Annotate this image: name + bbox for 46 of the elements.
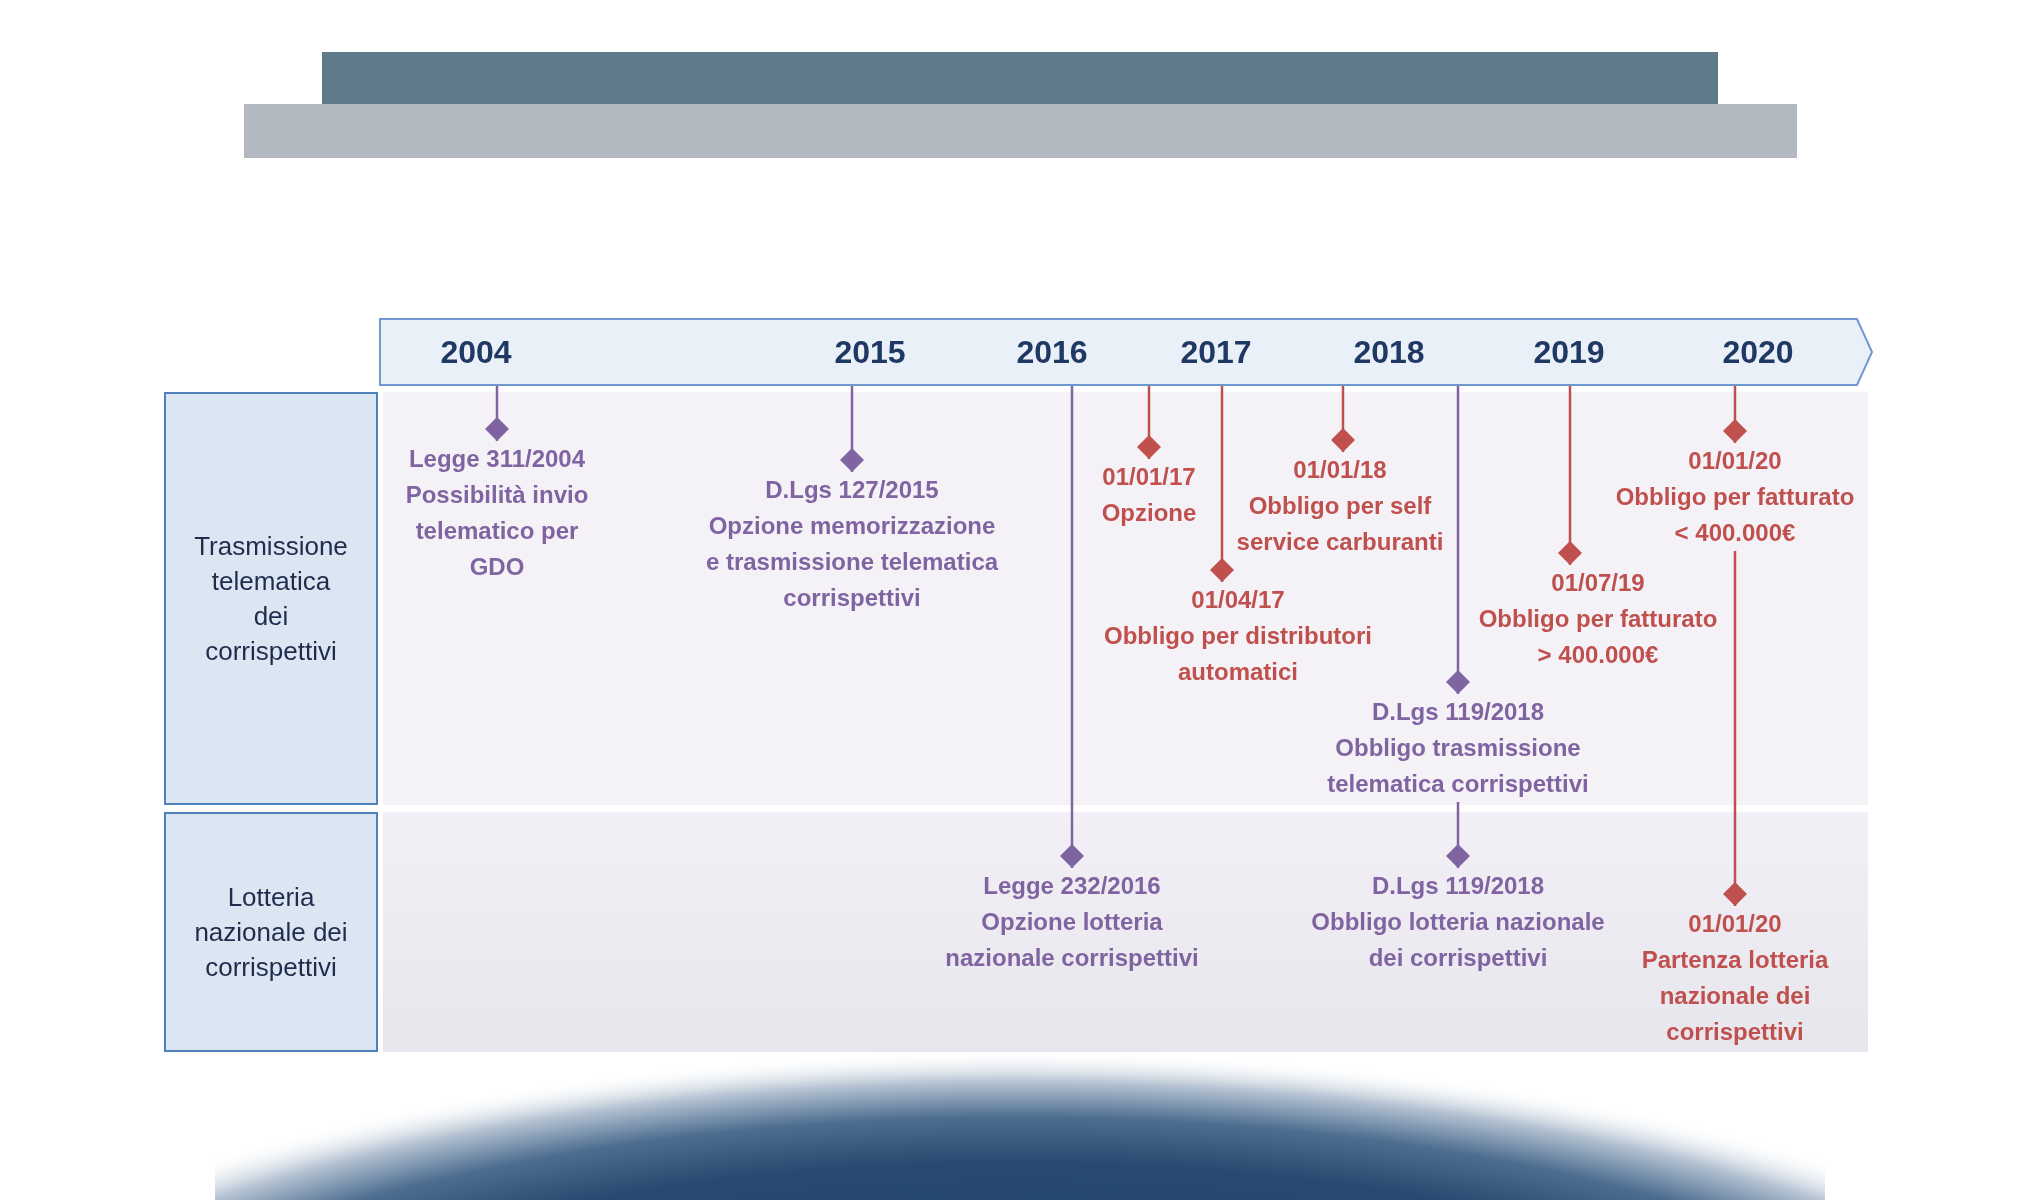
- event-description: Possibilità invio telematico per GDO: [404, 480, 590, 582]
- event-description: Obbligo per fatturato > 400.000€: [1477, 604, 1719, 670]
- event-title: Legge 232/2016: [983, 871, 1161, 901]
- year-label: 2019: [1533, 333, 1605, 372]
- event-title: 01/01/20: [1688, 909, 1782, 939]
- event-description: Opzione memorizzazione e trasmissione telematica corrispettivi: [704, 511, 1000, 613]
- event-description: Obbligo lotteria nazionale dei corrispettivi: [1310, 907, 1606, 973]
- pin-line: [1060, 386, 1084, 868]
- pin-line: [1558, 386, 1582, 565]
- event-title: Legge 311/2004: [408, 444, 586, 474]
- year-label: 2017: [1180, 333, 1252, 372]
- event-description: Partenza lotteria nazionale dei corrispettivi: [1640, 945, 1830, 1047]
- pin-line: [840, 386, 864, 472]
- pin-line: [1723, 551, 1747, 906]
- row-header: [164, 812, 378, 1052]
- event-title: 01/01/18: [1293, 455, 1387, 485]
- row-title: Trasmissione telematica dei corrispettivi: [193, 529, 349, 668]
- year-label: 2015: [834, 333, 906, 372]
- pin-line: [1723, 386, 1747, 443]
- event-title: D.Lgs 119/2018: [1371, 697, 1545, 727]
- event-title: D.Lgs 127/2015: [765, 475, 939, 505]
- pin-line: [1331, 386, 1355, 452]
- year-label: 2016: [1016, 333, 1088, 372]
- row-band: [383, 392, 1868, 805]
- event-title: 01/04/17: [1191, 585, 1285, 615]
- event-description: Opzione: [1101, 498, 1197, 528]
- event-title: D.Lgs 119/2018: [1371, 871, 1545, 901]
- event-description: Opzione lotteria nazionale corrispettivi: [944, 907, 1200, 973]
- event-description: Obbligo per self service carburanti: [1235, 491, 1445, 557]
- row-header: [164, 392, 378, 805]
- event-title: 01/01/20: [1688, 446, 1782, 476]
- pin-line: [1210, 386, 1234, 582]
- event-description: Obbligo per distributori automatici: [1103, 621, 1373, 687]
- year-label: 2004: [440, 333, 512, 372]
- event-description: Obbligo trasmissione telematica corrispettivi: [1326, 733, 1590, 799]
- row-band: [383, 812, 1868, 1052]
- row-title: Lotteria nazionale dei corrispettivi: [193, 880, 349, 984]
- pin-line: [485, 386, 509, 441]
- event-description: Obbligo per fatturato < 400.000€: [1614, 482, 1856, 548]
- pin-line: [1137, 386, 1161, 459]
- year-label: 2020: [1722, 333, 1794, 372]
- event-title: 01/01/17: [1102, 462, 1196, 492]
- event-title: 01/07/19: [1551, 568, 1645, 598]
- pin-line: [1446, 802, 1470, 868]
- year-label: 2018: [1353, 333, 1425, 372]
- pin-line: [1446, 386, 1470, 694]
